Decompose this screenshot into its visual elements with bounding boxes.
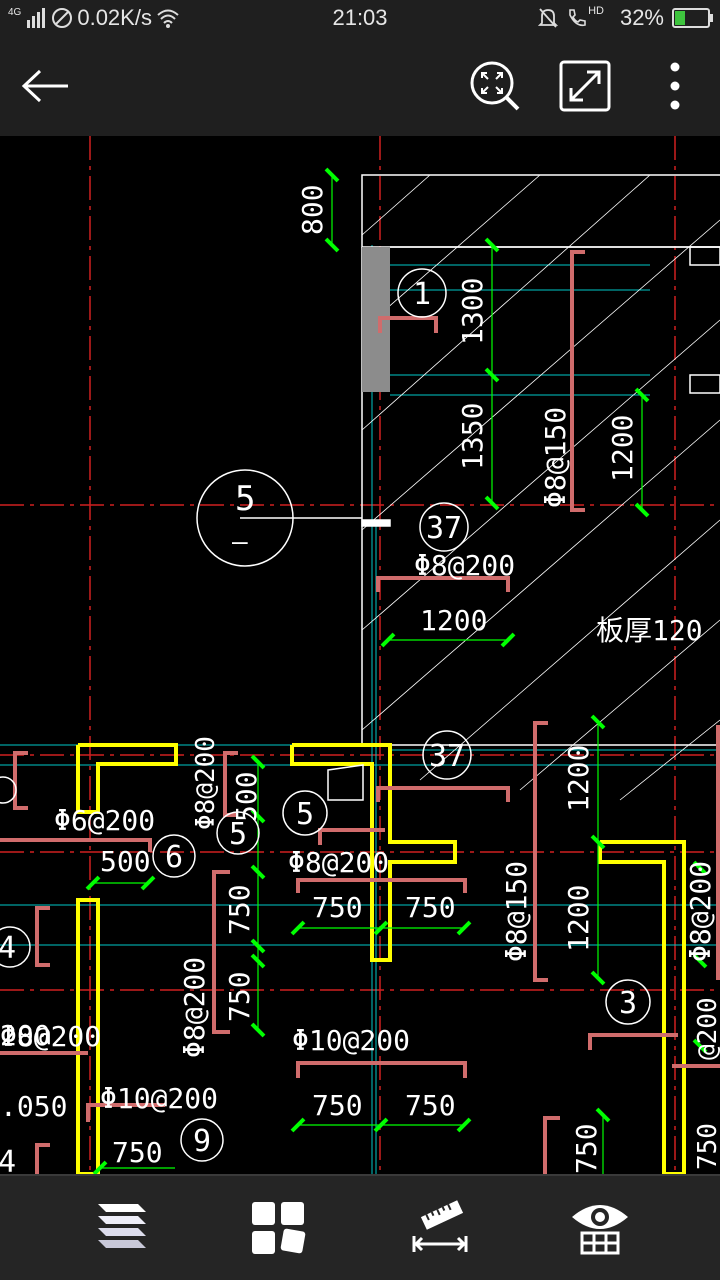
rebar-r5: Φ8@200	[288, 846, 389, 879]
axis-lines	[0, 136, 720, 1174]
fullscreen-icon	[559, 60, 611, 112]
marker-5-big-sub: —	[232, 527, 248, 557]
layout-button[interactable]	[218, 1176, 338, 1280]
fullscreen-button[interactable]	[552, 36, 618, 136]
rebar-r4: Φ8@200	[191, 736, 221, 830]
rebar-r8: Φ10@200	[292, 1024, 410, 1057]
bottom-toolbar	[0, 1174, 720, 1280]
dim-1200-c: 1200	[562, 745, 595, 812]
rebar-r11: Φ8@200	[0, 1020, 101, 1053]
marker-9: 9	[193, 1124, 211, 1159]
marker-4-a: 4	[0, 931, 16, 966]
shear-walls	[76, 743, 686, 1174]
dim-800: 800	[296, 184, 329, 235]
dim-750-e: 750	[312, 1089, 363, 1122]
rebar-r10: Φ8@200	[684, 861, 717, 962]
dim-1200-d: 1200	[562, 885, 595, 952]
dim-1200-b: 1200	[420, 604, 487, 637]
eye-grid-icon	[572, 1205, 628, 1255]
more-vertical-icon	[670, 62, 680, 110]
rebar-r6: Φ8@150	[500, 861, 533, 962]
rebar-r3: Φ6@200	[54, 804, 155, 837]
battery-percent: 32%	[619, 5, 664, 30]
measure-button[interactable]	[380, 1176, 500, 1280]
rebar-brackets	[0, 250, 720, 1174]
ruler-measure-icon	[412, 1200, 468, 1252]
dim-500-a: 500	[230, 771, 263, 822]
signal-icon: 4G	[8, 6, 22, 18]
rebar-r1: Φ8@150	[539, 407, 572, 508]
clock: 21:03	[332, 5, 388, 30]
dim-750-b: 750	[223, 971, 256, 1022]
marker-5-b: 5	[229, 817, 247, 852]
marker-1: 1	[413, 277, 431, 312]
marker-5-a: 5	[296, 797, 314, 832]
dim-750-d: 750	[405, 891, 456, 924]
top-toolbar	[0, 36, 720, 136]
network-speed: 0.02K/s	[77, 5, 152, 30]
battery-level	[675, 11, 685, 25]
edge-label-b: .050	[0, 1090, 67, 1123]
layout-grid-icon	[252, 1202, 306, 1254]
no-sim-icon	[52, 8, 73, 28]
dim-1200-a: 1200	[606, 415, 639, 482]
status-bar: 4G 0.02K/s 21:03 HD 32%	[0, 0, 720, 36]
layers-button[interactable]	[58, 1176, 178, 1280]
edge-label-c: @200	[693, 997, 720, 1060]
back-button[interactable]	[8, 36, 84, 136]
slab-thickness-label: 板厚120	[596, 614, 703, 647]
dim-750-f: 750	[405, 1089, 456, 1122]
dimension-ticks	[85, 167, 708, 1174]
dim-750-h: 750	[570, 1123, 603, 1174]
rebar-r9: Φ10@200	[100, 1082, 218, 1115]
dim-750-i: 750	[693, 1123, 720, 1170]
drawing-texts: 800 1300 1350 1200 1200 1200 1200 500 50…	[0, 184, 720, 1174]
hd-label: HD	[588, 5, 604, 17]
status-right: HD 32%	[538, 0, 713, 36]
mute-bell-icon	[538, 8, 559, 28]
drawing-svg: 800 1300 1350 1200 1200 1200 1200 500 50…	[0, 136, 720, 1174]
dim-1300: 1300	[456, 278, 489, 345]
battery-icon	[672, 8, 713, 28]
dim-750-g: 750	[112, 1136, 163, 1169]
marker-6: 6	[165, 840, 183, 875]
more-button[interactable]	[650, 36, 700, 136]
signal-bars-icon	[27, 8, 46, 28]
zoom-fit-icon	[470, 61, 520, 111]
edge-label-a: 200	[0, 1019, 51, 1052]
dim-500-b: 500	[100, 845, 151, 878]
dim-750-a: 750	[223, 884, 256, 935]
status-left: 4G 0.02K/s	[8, 0, 180, 36]
layers-icon	[98, 1204, 146, 1248]
view-button[interactable]	[540, 1176, 660, 1280]
marker-3: 3	[619, 986, 637, 1021]
phone-hd-icon	[569, 9, 586, 27]
zoom-fit-button[interactable]	[462, 36, 528, 136]
circle-markers	[0, 268, 651, 1162]
dim-750-c: 750	[312, 891, 363, 924]
marker-37-b: 37	[429, 739, 465, 774]
marker-4-b: 4	[0, 1145, 16, 1174]
rebar-r2: Φ8@200	[414, 549, 515, 582]
rebar-r7: Φ8@200	[178, 957, 211, 1058]
marker-5-big: 5	[235, 479, 255, 519]
drawing-canvas[interactable]: 800 1300 1350 1200 1200 1200 1200 500 50…	[0, 136, 720, 1174]
dim-1350: 1350	[456, 403, 489, 470]
wifi-icon	[157, 9, 179, 28]
back-arrow-icon	[21, 69, 68, 103]
marker-37-a: 37	[426, 511, 462, 546]
